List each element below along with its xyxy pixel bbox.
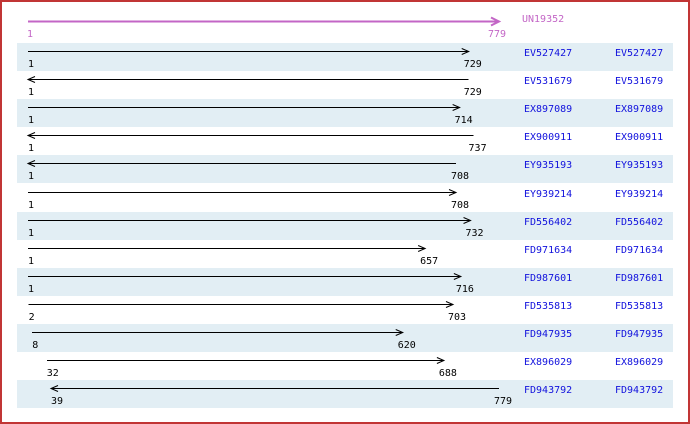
start-position-label: 2 — [28, 311, 35, 323]
end-position-label: 703 — [447, 311, 467, 323]
alignment-row: 39 779 FD943792 FD943792 — [2, 380, 688, 409]
accession-link[interactable]: EX896029 — [524, 357, 573, 369]
end-position-label: 708 — [450, 199, 470, 211]
accession-link-2[interactable]: EX896029 — [615, 357, 664, 369]
accession-link[interactable]: FD987601 — [524, 272, 573, 284]
accession-link-2[interactable]: EX900911 — [615, 132, 664, 144]
alignment-row: 1 729 EV531679 EV531679 — [2, 71, 688, 99]
alignment-row: 8 620 FD947935 FD947935 — [2, 324, 688, 353]
accession-link[interactable]: FD535813 — [524, 300, 573, 312]
end-position-label: 714 — [454, 115, 473, 127]
accession-link[interactable]: EX900911 — [524, 132, 573, 144]
row-band — [17, 99, 673, 128]
start-position-label: 32 — [46, 368, 59, 380]
start-position-label: 1 — [28, 255, 35, 267]
accession-link[interactable]: FD971634 — [524, 244, 573, 256]
alignment-row: 1 716 FD987601 FD987601 — [2, 267, 688, 296]
accession-link-2[interactable]: FD556402 — [615, 216, 664, 228]
accession-link-2[interactable]: FD535813 — [615, 300, 664, 312]
start-position-label: 8 — [32, 340, 39, 351]
start-position-label: 1 — [28, 59, 35, 70]
row-band — [17, 267, 673, 296]
alignment-row: 1 657 FD971634 FD971634 — [2, 240, 688, 268]
start-position-label: 1 — [28, 143, 35, 155]
end-position-label: 779 — [493, 396, 513, 408]
end-position-label: 620 — [397, 340, 416, 351]
alignment-arrow-forward — [28, 244, 427, 252]
row-band — [17, 324, 673, 353]
accession-link-2[interactable]: EY935193 — [615, 160, 664, 172]
accession-link[interactable]: FD556402 — [524, 216, 573, 228]
start-position-label: 1 — [28, 87, 35, 99]
accession-link-2[interactable]: EV531679 — [615, 76, 664, 88]
alignment-row: 1 708 EY939214 EY939214 — [2, 184, 688, 212]
start-position-label: 1 — [28, 283, 35, 295]
end-position-label: 708 — [450, 171, 470, 183]
accession-link-2[interactable]: FD971634 — [615, 244, 664, 256]
reference-arrow-forward — [28, 16, 502, 27]
alignment-arrow-reverse — [26, 76, 469, 84]
alignment-row: 1 732 FD556402 FD556402 — [2, 211, 688, 240]
accession-link-2[interactable]: EX897089 — [615, 104, 664, 116]
alignment-arrow-forward — [28, 188, 458, 196]
start-position-label: 1 — [28, 115, 35, 127]
alignment-arrow-reverse — [26, 132, 474, 140]
row-band — [17, 380, 673, 409]
alignment-row: 1 729 EV527427 EV527427 — [2, 43, 688, 72]
alignment-row: 1 737 EX900911 EX900911 — [2, 127, 688, 155]
start-position-label: 1 — [28, 199, 35, 211]
accession-link[interactable]: EY935193 — [524, 160, 573, 172]
alignment-row: 2 703 FD535813 FD535813 — [2, 296, 688, 324]
start-position-label: 1 — [28, 171, 35, 183]
start-position-label: 1 — [28, 227, 35, 239]
end-position-label: 737 — [468, 143, 487, 155]
accession-link[interactable]: EV531679 — [524, 76, 573, 88]
end-position-label: 729 — [463, 87, 482, 99]
end-position-label: 732 — [465, 227, 484, 239]
end-position-label: 729 — [463, 59, 482, 70]
alignment-row: 1 714 EX897089 EX897089 — [2, 99, 688, 128]
row-band — [17, 155, 673, 184]
accession-link-2[interactable]: FD947935 — [615, 329, 664, 340]
accession-link[interactable]: FD943792 — [524, 385, 573, 397]
end-position-label: 716 — [455, 283, 474, 295]
accession-link[interactable]: FD947935 — [524, 329, 573, 340]
accession-link[interactable]: EV527427 — [524, 48, 573, 59]
alignment-row: 32 688 EX896029 EX896029 — [2, 352, 688, 380]
alignment-row: 1 708 EY935193 EY935193 — [2, 155, 688, 184]
accession-link-2[interactable]: FD943792 — [615, 385, 664, 397]
accession-link[interactable]: EY939214 — [524, 188, 573, 200]
row-band — [17, 211, 673, 240]
row-band — [17, 43, 673, 72]
accession-link-2[interactable]: FD987601 — [615, 272, 664, 284]
accession-link-2[interactable]: EV527427 — [615, 48, 664, 59]
reference-end-label: 779 — [488, 29, 507, 40]
reference-start-label: 1 — [27, 29, 34, 40]
start-position-label: 39 — [51, 396, 64, 408]
reference-name: UN19352 — [522, 14, 565, 25]
alignment-arrow-forward — [28, 300, 455, 308]
accession-link-2[interactable]: EY939214 — [615, 188, 664, 200]
accession-link[interactable]: EX897089 — [524, 104, 573, 116]
end-position-label: 657 — [420, 255, 439, 267]
end-position-label: 688 — [438, 368, 457, 380]
